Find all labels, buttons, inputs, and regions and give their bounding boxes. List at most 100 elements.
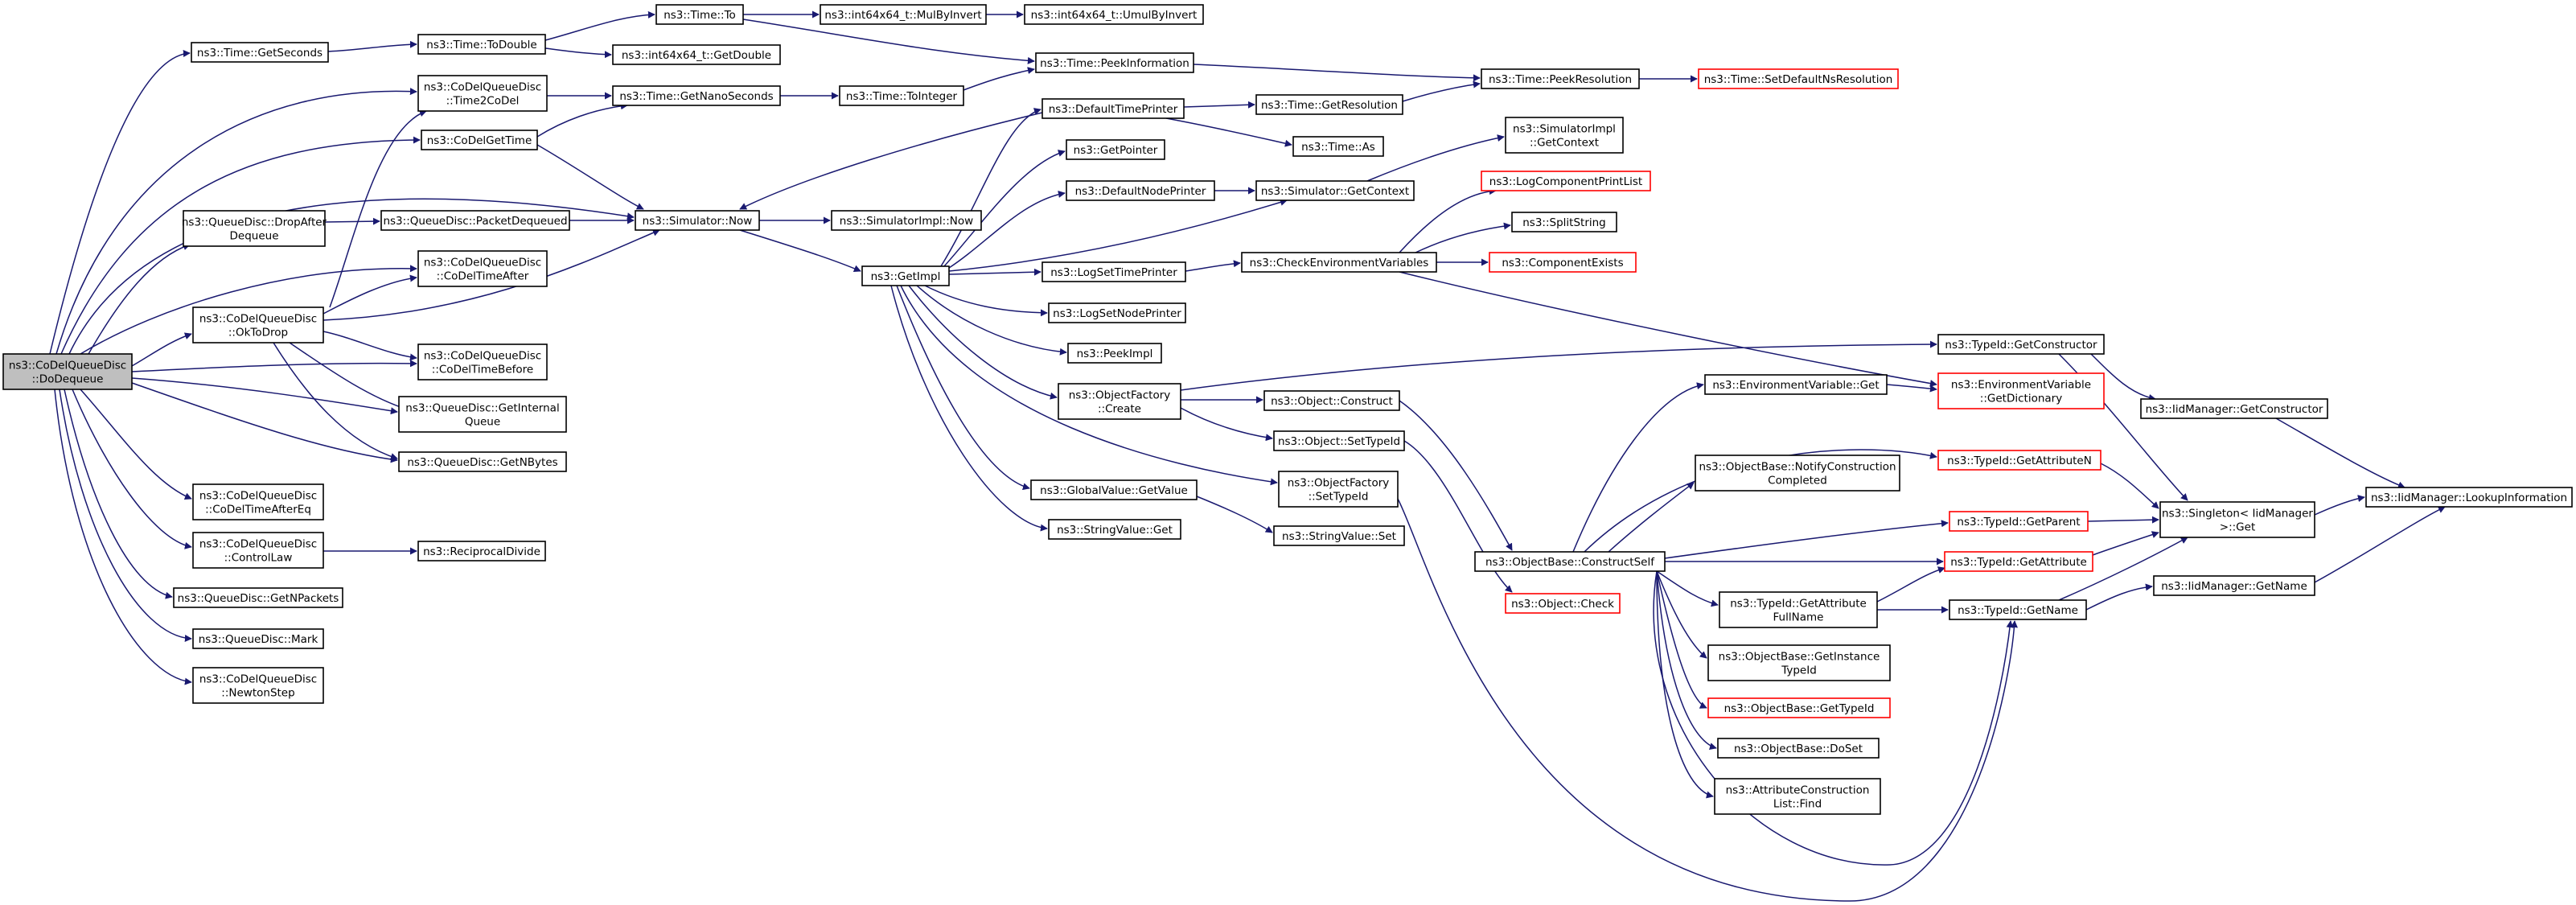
node-box	[417, 75, 548, 112]
node-label: ns3::Object::Construct	[1271, 395, 1393, 408]
node-label: ns3::ObjectFactory	[1069, 389, 1171, 402]
node-box	[2153, 575, 2315, 596]
function-node-time2codel[interactable]: ns3::CoDelQueueDisc::Time2CoDel	[417, 75, 548, 112]
function-node-singletonget[interactable]: ns3::Singleton< IidManager>::Get	[2159, 501, 2315, 538]
function-node-getnanoseconds[interactable]: ns3::Time::GetNanoSeconds	[612, 85, 781, 106]
call-edge-oktodrop-to-time2codel	[329, 109, 427, 308]
function-node-setdefaultnsres[interactable]: ns3::Time::SetDefaultNsResolution	[1698, 68, 1899, 89]
function-node-timeto[interactable]: ns3::Time::To	[655, 4, 744, 25]
function-node-mark[interactable]: ns3::QueueDisc::Mark	[192, 628, 324, 649]
node-box	[1041, 98, 1185, 119]
call-edge-constructself-to-notifyconstruction	[1608, 482, 1695, 553]
function-node-logsettimeprinter[interactable]: ns3::LogSetTimePrinter	[1041, 261, 1186, 282]
function-node-codeltimebefore[interactable]: ns3::CoDelQueueDisc::CoDelTimeBefore	[417, 343, 548, 381]
call-edge-getimpl-to-logsetnodeprinter	[924, 285, 1048, 317]
function-node-objectconstruct[interactable]: ns3::Object::Construct	[1263, 390, 1400, 411]
function-node-typeidgetconstructor[interactable]: ns3::TypeId::GetConstructor	[1937, 334, 2105, 355]
function-node-simimplgetcontext[interactable]: ns3::SimulatorImpl::GetContext	[1505, 117, 1624, 154]
function-node-objectsettypeid[interactable]: ns3::Object::SetTypeId	[1273, 430, 1405, 451]
node-label: Queue	[465, 416, 500, 429]
node-box	[1511, 212, 1617, 232]
node-box	[192, 667, 324, 704]
function-node-codeltimeaftereq[interactable]: ns3::CoDelQueueDisc::CoDelTimeAfterEq	[192, 483, 324, 520]
function-node-iidmgrlookup[interactable]: ns3::IidManager::LookupInformation	[2365, 487, 2573, 508]
function-node-iidmgrgetname[interactable]: ns3::IidManager::GetName	[2153, 575, 2315, 596]
call-edge-globalvaluegetvalue-to-stringvalueset	[1196, 496, 1273, 533]
function-node-tointeger[interactable]: ns3::Time::ToInteger	[839, 85, 964, 106]
function-node-getresolution[interactable]: ns3::Time::GetResolution	[1255, 94, 1403, 115]
node-box	[417, 343, 548, 381]
function-node-objfactorysettypeid[interactable]: ns3::ObjectFactory::SetTypeId	[1278, 471, 1399, 508]
function-node-notifyconstruction[interactable]: ns3::ObjectBase::NotifyConstructionCompl…	[1695, 455, 1900, 492]
node-box	[1481, 171, 1651, 191]
function-node-typeidgetparent[interactable]: ns3::TypeId::GetParent	[1949, 511, 2089, 532]
function-node-objfactorycreate[interactable]: ns3::ObjectFactory::Create	[1058, 383, 1181, 420]
function-node-objbasegettypeid[interactable]: ns3::ObjectBase::GetTypeId	[1707, 697, 1891, 718]
function-node-envvarget[interactable]: ns3::EnvironmentVariable::Get	[1704, 374, 1888, 395]
function-node-getdouble[interactable]: ns3::int64x64_t::GetDouble	[612, 44, 781, 65]
call-edge-oktodrop-to-codeltimebefore	[323, 331, 417, 361]
function-node-typeidgetname[interactable]: ns3::TypeId::GetName	[1949, 599, 2087, 620]
function-node-reciprocaldivide[interactable]: ns3::ReciprocalDivide	[417, 541, 546, 562]
function-node-objectcheck[interactable]: ns3::Object::Check	[1505, 593, 1621, 614]
function-node-componentexists[interactable]: ns3::ComponentExists	[1489, 252, 1637, 273]
function-node-checkenvvars[interactable]: ns3::CheckEnvironmentVariables	[1241, 252, 1437, 273]
function-nodes: ns3::CoDelQueueDisc::DoDequeue ns3::Time:…	[2, 4, 2573, 815]
function-node-simgetcontext[interactable]: ns3::Simulator::GetContext	[1255, 180, 1415, 201]
call-edges	[49, 10, 2446, 902]
node-label: ns3::int64x64_t::MulByInvert	[824, 9, 981, 22]
call-edge-typeidgetparent-to-singletonget	[2087, 516, 2159, 524]
node-box	[1949, 599, 2087, 620]
function-node-getimpl[interactable]: ns3::GetImpl	[861, 265, 950, 286]
function-node-defaultnodeprinter[interactable]: ns3::DefaultNodePrinter	[1066, 180, 1215, 201]
function-node-oktodrop[interactable]: ns3::CoDelQueueDisc::OkToDrop	[192, 306, 324, 343]
function-node-umulbyinvert[interactable]: ns3::int64x64_t::UmulByInvert	[1024, 4, 1204, 25]
function-node-newtonstep[interactable]: ns3::CoDelQueueDisc::NewtonStep	[192, 667, 324, 704]
function-node-typeidgetattribute[interactable]: ns3::TypeId::GetAttribute	[1944, 551, 2093, 572]
call-edge-dodequeue-to-controllaw	[72, 389, 192, 549]
function-node-defaulttimeprinter[interactable]: ns3::DefaultTimePrinter	[1041, 98, 1185, 119]
function-node-typeidgetattributen[interactable]: ns3::TypeId::GetAttributeN	[1937, 450, 2101, 471]
call-edge-getimpl-to-logsettimeprinter	[948, 268, 1041, 276]
function-node-stringvalueset[interactable]: ns3::StringValue::Set	[1273, 525, 1405, 546]
function-node-stringvalueget[interactable]: ns3::StringValue::Get	[1048, 519, 1181, 540]
function-node-todouble[interactable]: ns3::Time::ToDouble	[417, 34, 546, 55]
node-box	[1273, 430, 1405, 451]
function-node-peekimpl[interactable]: ns3::PeekImpl	[1067, 343, 1162, 364]
function-node-objbasedoset[interactable]: ns3::ObjectBase::DoSet	[1717, 738, 1880, 759]
call-edge-todouble-to-timeto	[544, 10, 655, 41]
function-node-constructself[interactable]: ns3::ObjectBase::ConstructSelf	[1474, 551, 1666, 572]
function-node-splitstring[interactable]: ns3::SplitString	[1511, 212, 1617, 232]
function-node-controllaw[interactable]: ns3::CoDelQueueDisc::ControlLaw	[192, 532, 324, 569]
function-node-logsetnodeprinter[interactable]: ns3::LogSetNodePrinter	[1048, 302, 1186, 323]
function-node-peekresolution[interactable]: ns3::Time::PeekResolution	[1481, 68, 1640, 89]
function-node-envvargetdict[interactable]: ns3::EnvironmentVariable::GetDictionary	[1937, 372, 2105, 409]
function-node-getseconds[interactable]: ns3::Time::GetSeconds	[191, 42, 329, 63]
function-node-getnbytes[interactable]: ns3::QueueDisc::GetNBytes	[398, 451, 567, 472]
node-label: ns3::ObjectBase::ConstructSelf	[1485, 556, 1655, 569]
node-box	[2159, 501, 2315, 538]
function-node-globalvaluegetvalue[interactable]: ns3::GlobalValue::GetValue	[1030, 479, 1198, 500]
function-node-timeas[interactable]: ns3::Time::As	[1292, 136, 1384, 157]
call-edge-codelgettime-to-simnow	[536, 144, 644, 210]
function-node-dodequeue[interactable]: ns3::CoDelQueueDisc::DoDequeue	[2, 353, 133, 390]
function-node-simimplnow[interactable]: ns3::SimulatorImpl::Now	[831, 210, 982, 231]
node-label: ::ControlLaw	[224, 552, 293, 565]
function-node-peekinformation[interactable]: ns3::Time::PeekInformation	[1035, 52, 1194, 73]
function-node-logcomponentprintlist[interactable]: ns3::LogComponentPrintList	[1481, 171, 1651, 191]
function-node-codelgettime[interactable]: ns3::CoDelGetTime	[421, 130, 538, 150]
function-node-codeltimeafter[interactable]: ns3::CoDelQueueDisc::CoDelTimeAfter	[417, 250, 548, 287]
function-node-getpointer[interactable]: ns3::GetPointer	[1066, 139, 1165, 160]
function-node-getnpackets[interactable]: ns3::QueueDisc::GetNPackets	[173, 587, 343, 608]
function-node-simnow[interactable]: ns3::Simulator::Now	[635, 210, 760, 231]
call-edge-constructself-to-envvarget	[1572, 382, 1704, 553]
node-box	[1058, 383, 1181, 420]
function-node-iidmgrgetconstructor[interactable]: ns3::IidManager::GetConstructor	[2140, 398, 2328, 419]
function-node-mulbyinvert[interactable]: ns3::int64x64_t::MulByInvert	[820, 4, 987, 25]
function-node-packetdequeued[interactable]: ns3::QueueDisc::PacketDequeued	[380, 210, 570, 231]
